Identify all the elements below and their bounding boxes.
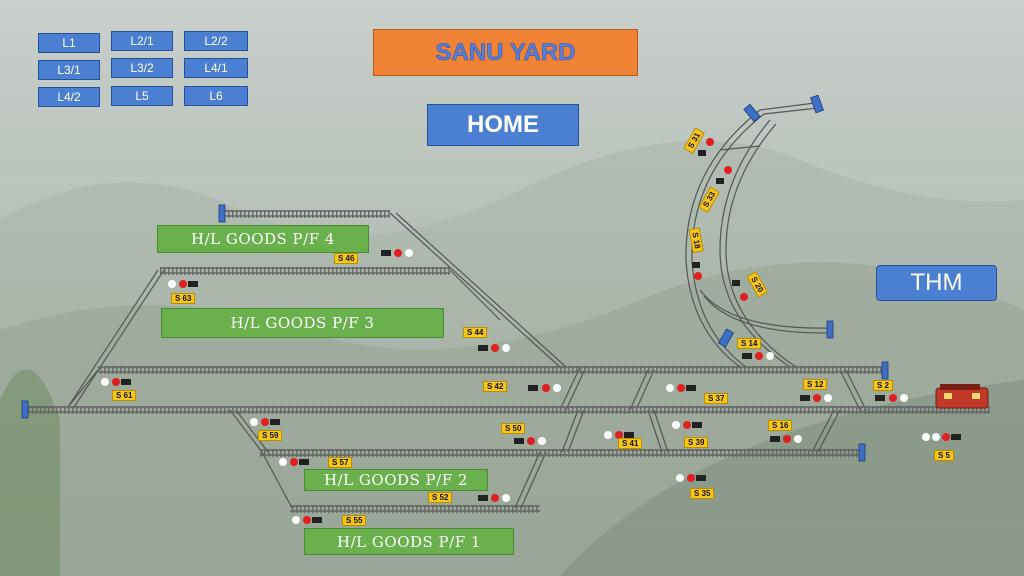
signal-head-s12 — [800, 394, 832, 402]
locomotive-icon — [935, 384, 989, 409]
signal-tag-s35[interactable]: S 35 — [690, 488, 715, 499]
signal-head-s16 — [770, 435, 802, 443]
platform-2: H/L GOODS P/F 2 — [304, 469, 488, 491]
platform-4: H/L GOODS P/F 4 — [157, 225, 369, 253]
signal-tag-s52[interactable]: S 52 — [428, 492, 453, 503]
line-button-l2-1[interactable]: L2/1 — [111, 31, 173, 51]
signal-head-s50 — [514, 437, 546, 445]
signal-head-s46 — [381, 249, 413, 257]
line-button-l4-1[interactable]: L4/1 — [184, 58, 248, 78]
thm-button[interactable]: THM — [876, 265, 997, 301]
signal-tag-s12[interactable]: S 12 — [803, 379, 828, 390]
signal-tag-s5[interactable]: S 5 — [934, 450, 955, 461]
signal-head-s44 — [478, 344, 510, 352]
home-button[interactable]: HOME — [427, 104, 579, 146]
signal-tag-s57[interactable]: S 57 — [328, 457, 353, 468]
signal-tag-s63[interactable]: S 63 — [171, 293, 196, 304]
line-button-l3-1[interactable]: L3/1 — [38, 60, 100, 80]
signal-head-s37 — [666, 384, 696, 392]
yard-title: SANU YARD — [373, 29, 638, 76]
signal-tag-s46[interactable]: S 46 — [334, 253, 359, 264]
signal-tag-s16[interactable]: S 16 — [768, 420, 793, 431]
signal-head-s18 — [692, 262, 702, 280]
signal-head-s57 — [279, 458, 309, 466]
signal-head-s33 — [716, 166, 732, 184]
signal-tag-s50[interactable]: S 50 — [501, 423, 526, 434]
signal-head-s55 — [292, 516, 322, 524]
signal-tag-s42[interactable]: S 42 — [483, 381, 508, 392]
line-button-l3-2[interactable]: L3/2 — [111, 58, 173, 78]
signal-tag-s37[interactable]: S 37 — [704, 393, 729, 404]
signal-head-s63 — [168, 280, 198, 288]
signal-head-s41 — [604, 431, 634, 439]
line-button-l6[interactable]: L6 — [184, 86, 248, 106]
signal-head-s35 — [676, 474, 706, 482]
signal-tag-s39[interactable]: S 39 — [684, 437, 709, 448]
signal-head-s42 — [528, 384, 561, 392]
signal-head-s61 — [101, 378, 131, 386]
signal-head-s59 — [250, 418, 280, 426]
platform-1: H/L GOODS P/F 1 — [304, 528, 514, 555]
signal-tag-s44[interactable]: S 44 — [463, 327, 488, 338]
signal-head-s5 — [922, 433, 961, 441]
signal-tag-s41[interactable]: S 41 — [618, 438, 643, 449]
line-button-l5[interactable]: L5 — [111, 86, 173, 106]
line-button-l4-2[interactable]: L4/2 — [38, 87, 100, 107]
signal-head-s14 — [742, 352, 774, 360]
line-button-l1[interactable]: L1 — [38, 33, 100, 53]
signal-tag-s2[interactable]: S 2 — [873, 380, 894, 391]
signal-tag-s55[interactable]: S 55 — [342, 515, 367, 526]
signal-tag-s59[interactable]: S 59 — [258, 430, 283, 441]
signal-tag-s61[interactable]: S 61 — [112, 390, 137, 401]
line-button-l2-2[interactable]: L2/2 — [184, 31, 248, 51]
signal-head-s52 — [478, 494, 510, 502]
platform-3: H/L GOODS P/F 3 — [161, 308, 444, 338]
signal-head-s2 — [875, 394, 908, 402]
signal-head-s39 — [672, 421, 702, 429]
signal-head-s31 — [698, 138, 714, 156]
signal-tag-s14[interactable]: S 14 — [737, 338, 762, 349]
signal-head-s20 — [732, 280, 748, 301]
